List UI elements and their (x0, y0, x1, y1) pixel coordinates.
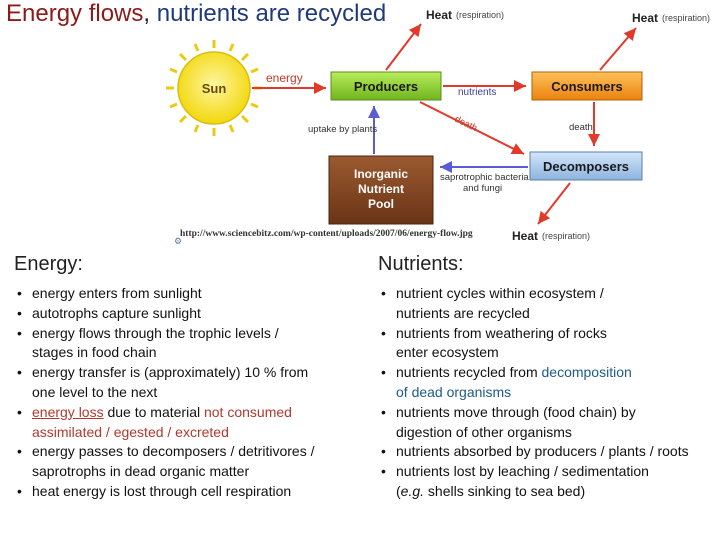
saprotroph-label-2: and fungi (463, 183, 502, 194)
list-item-text: due to material (103, 403, 204, 420)
info-icon: ⚙ (174, 236, 183, 246)
saprotroph-label-1: saprotrophic bacteria (440, 172, 529, 183)
title-part-energy: Energy flows (6, 0, 144, 27)
list-item-line: energy passes to decomposers / detritivo… (32, 443, 315, 460)
list-item: energy passes to decomposers / detritivo… (14, 442, 354, 482)
list-item: nutrients lost by leaching / sedimentati… (378, 462, 718, 502)
arrow-death-producers (419, 101, 525, 155)
list-item-text: ( (396, 482, 401, 499)
decomposition-term: decomposition (541, 364, 632, 381)
list-item: nutrients move through (food chain) by d… (378, 403, 718, 443)
list-item-text: nutrients recycled from (396, 364, 542, 381)
pool-label-line2: Nutrient (358, 182, 404, 196)
list-item-line: energy transfer is (approximately) 10 % … (32, 364, 309, 381)
source-url[interactable]: http://www.sciencebitz.com/wp-content/up… (180, 229, 473, 239)
list-item: nutrients recycled from decomposition of… (378, 363, 718, 403)
list-item: energy transfer is (approximately) 10 % … (14, 363, 354, 403)
uptake-label: uptake by plants (308, 124, 377, 135)
list-item-line: nutrients recycled from decomposition (396, 363, 718, 383)
list-item-line: digestion of other organisms (396, 423, 572, 440)
list-item: energy flows through the trophic levels … (14, 324, 354, 364)
list-item-line: nutrients from weathering of rocks (396, 324, 607, 341)
list-item-line: nutrients lost by leaching / sedimentati… (396, 463, 649, 480)
sun-label: Sun (202, 81, 227, 96)
producers-box (330, 71, 442, 101)
heat-label-3: Heat (512, 229, 538, 243)
list-item: nutrients from weathering of rocks enter… (378, 324, 718, 364)
list-item-line: (e.g. shells sinking to sea bed) (396, 482, 718, 502)
respiration-label-3: (respiration) (542, 231, 590, 241)
energy-label: energy (266, 71, 303, 85)
list-item-line: nutrient cycles within ecosystem / (396, 285, 604, 301)
energy-section: Energy: energy enters from sunlight auto… (14, 252, 354, 502)
energy-heading: Energy: (14, 253, 83, 275)
list-item: nutrients absorbed by producers / plants… (378, 442, 718, 462)
page-title: Energy flows, nutrients are recycled (6, 0, 386, 28)
energy-list: energy enters from sunlight autotrophs c… (14, 284, 354, 502)
list-item: autotrophs capture sunlight (14, 304, 354, 324)
list-item: nutrient cycles within ecosystem / nutri… (378, 284, 718, 324)
arrow-heat-consumers (599, 27, 637, 71)
list-item-line: one level to the next (32, 383, 158, 400)
nutrients-heading: Nutrients: (378, 253, 464, 275)
list-item: heat energy is lost through cell respira… (14, 482, 354, 502)
producers-label: Producers (354, 79, 418, 94)
nutrients-section: Nutrients: nutrient cycles within ecosys… (378, 252, 718, 502)
list-item-line: nutrients move through (food chain) by (396, 403, 636, 420)
list-item-line: nutrients are recycled (396, 304, 530, 321)
arrow-heat-decomposers (537, 182, 571, 225)
not-consumed-term: not consumed (203, 403, 292, 420)
list-item-line: saprotrophs in dead organic matter (32, 463, 250, 480)
consumers-label: Consumers (551, 79, 623, 94)
sun-icon (166, 40, 262, 136)
respiration-label-2: (respiration) (662, 13, 710, 23)
pool-label-line3: Pool (368, 197, 394, 211)
list-item-line: assimilated / egested / excreted (32, 423, 229, 440)
decomposers-label: Decomposers (543, 159, 629, 174)
list-item: energy enters from sunlight (14, 284, 354, 304)
death-label-diagonal: death (453, 114, 479, 134)
title-separator: , (143, 0, 157, 27)
respiration-label-1: (respiration) (456, 10, 504, 20)
heat-label-1: Heat (426, 8, 452, 22)
heat-label-2: Heat (632, 11, 658, 25)
pool-label-line1: Inorganic (354, 167, 408, 181)
energy-loss-term: energy loss (32, 403, 104, 420)
eg-abbrev: e.g. (400, 482, 425, 499)
title-part-nutrients: nutrients are recycled (156, 0, 387, 27)
nutrients-label: nutrients (458, 87, 496, 98)
list-item-line: of dead organisms (396, 383, 512, 400)
energy-flow-diagram: Sun Producers Consumers Decomposers Inor… (166, 8, 710, 243)
list-item-text: shells sinking to sea bed) (424, 482, 586, 499)
consumers-box (531, 71, 643, 101)
list-item-line: energy flows through the trophic levels … (32, 324, 279, 341)
list-item-line: enter ecosystem (396, 344, 499, 361)
nutrients-list: nutrient cycles within ecosystem / nutri… (378, 284, 718, 502)
list-item: energy loss due to material not consumed… (14, 403, 354, 443)
arrow-heat-producers (385, 23, 422, 71)
list-item-line: stages in food chain (32, 344, 157, 361)
decomposers-box (529, 151, 643, 181)
death-label-vertical: death (569, 122, 593, 133)
list-item-line: energy loss due to material not consumed (32, 403, 354, 423)
nutrient-pool-box (328, 155, 434, 225)
